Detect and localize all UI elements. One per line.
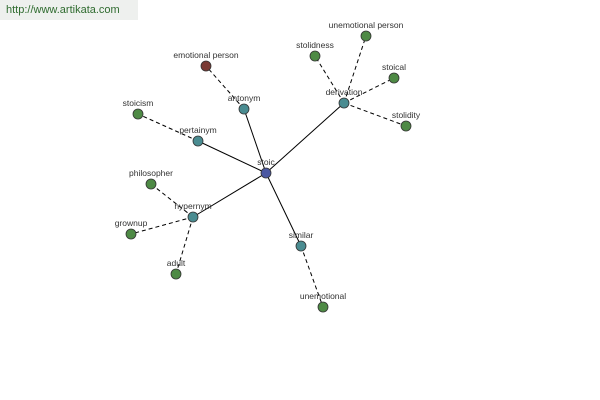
word-node-philosopher[interactable]: philosopher [129, 168, 173, 190]
relation-node-derivation-label: derivation [326, 87, 363, 97]
center-node-stoic[interactable]: stoic [257, 157, 275, 179]
edge-stoic-similar [265, 172, 302, 247]
relation-node-similar-dot[interactable] [295, 240, 307, 252]
word-node-adult[interactable]: adult [167, 258, 186, 280]
word-node-unemotional-dot[interactable] [317, 301, 329, 313]
word-node-emotional-person-label: emotional person [173, 50, 238, 60]
word-node-adult-label: adult [167, 258, 186, 268]
graph-edges [130, 35, 407, 308]
relation-node-hypernym-label: hypernym [174, 201, 211, 211]
edge-similar-unemotional [300, 245, 324, 308]
relation-node-antonym[interactable]: antonym [228, 93, 261, 115]
word-node-grownup-dot[interactable] [125, 228, 137, 240]
edge-derivation-unemotional-person [343, 35, 367, 104]
word-node-unemotional-person-dot[interactable] [360, 30, 372, 42]
word-node-philosopher-dot[interactable] [145, 178, 157, 190]
relation-node-similar-label: similar [289, 230, 314, 240]
word-node-emotional-person-dot[interactable] [200, 60, 212, 72]
word-node-emotional-person[interactable]: emotional person [173, 50, 239, 72]
edge-hypernym-grownup [130, 216, 194, 235]
word-node-stolidity-dot[interactable] [400, 120, 412, 132]
center-node-stoic-dot[interactable] [260, 167, 272, 179]
edge-pertainym-stoicism [137, 113, 199, 142]
edge-derivation-stolidness [314, 55, 345, 104]
relation-node-similar[interactable]: similar [289, 230, 314, 252]
word-node-grownup[interactable]: grownup [115, 218, 148, 240]
word-node-philosopher-label: philosopher [129, 168, 173, 178]
relation-node-pertainym[interactable]: pertainym [179, 125, 217, 147]
word-node-stolidity[interactable]: stolidity [392, 110, 421, 132]
edge-antonym-emotional-person [205, 65, 245, 110]
word-node-stoicism-dot[interactable] [132, 108, 144, 120]
relation-node-pertainym-label: pertainym [179, 125, 216, 135]
relation-node-antonym-label: antonym [228, 93, 261, 103]
edge-stoic-derivation [265, 102, 345, 174]
url-banner[interactable]: http://www.artikata.com [0, 0, 138, 20]
word-node-stoical-dot[interactable] [388, 72, 400, 84]
word-node-unemotional[interactable]: unemotional [300, 291, 346, 313]
word-node-unemotional-person[interactable]: unemotional person [329, 20, 404, 42]
word-node-unemotional-person-label: unemotional person [329, 20, 404, 30]
edge-stoic-hypernym [192, 172, 267, 218]
word-node-stoical-label: stoical [382, 62, 406, 72]
word-node-stolidness-label: stolidness [296, 40, 334, 50]
relation-node-hypernym-dot[interactable] [187, 211, 199, 223]
word-node-stoical[interactable]: stoical [382, 62, 406, 84]
relation-node-antonym-dot[interactable] [238, 103, 250, 115]
word-node-unemotional-label: unemotional [300, 291, 346, 301]
edge-stoic-antonym [243, 108, 267, 174]
word-node-stoicism-label: stoicism [123, 98, 154, 108]
edge-derivation-stoical [343, 77, 395, 104]
edge-hypernym-philosopher [150, 183, 194, 218]
center-node-stoic-label: stoic [257, 157, 275, 167]
graph-nodes: emotional person antonym unemotional perso… [115, 20, 421, 313]
word-node-stoicism[interactable]: stoicism [123, 98, 154, 120]
word-node-stolidity-label: stolidity [392, 110, 421, 120]
word-node-adult-dot[interactable] [170, 268, 182, 280]
edge-stoic-pertainym [197, 140, 267, 174]
word-node-grownup-label: grownup [115, 218, 148, 228]
word-node-stolidness-dot[interactable] [309, 50, 321, 62]
relation-node-derivation-dot[interactable] [338, 97, 350, 109]
relation-node-hypernym[interactable]: hypernym [174, 201, 212, 223]
edge-hypernym-adult [175, 216, 194, 275]
relation-node-pertainym-dot[interactable] [192, 135, 204, 147]
word-node-stolidness[interactable]: stolidness [296, 40, 334, 62]
relation-node-derivation[interactable]: derivation [326, 87, 363, 109]
